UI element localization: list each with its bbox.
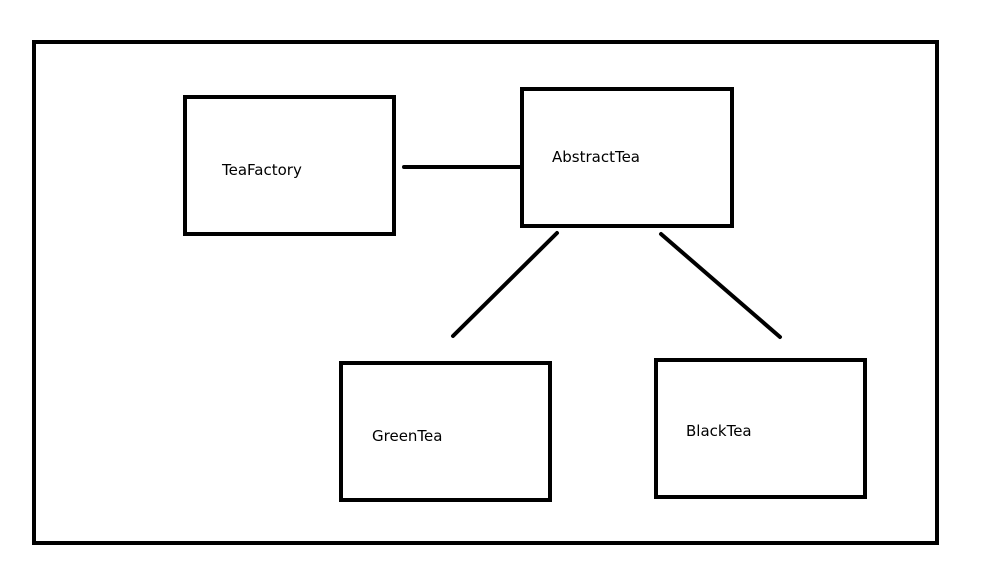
node-abstract-tea: AbstractTea <box>520 87 734 228</box>
node-tea-factory: TeaFactory <box>183 95 396 236</box>
node-label-tea-factory: TeaFactory <box>222 161 302 179</box>
diagram-frame <box>32 40 939 545</box>
node-label-black-tea: BlackTea <box>686 422 752 440</box>
node-black-tea: BlackTea <box>654 358 867 499</box>
node-label-green-tea: GreenTea <box>372 427 443 445</box>
node-label-abstract-tea: AbstractTea <box>552 148 641 166</box>
node-green-tea: GreenTea <box>339 361 552 502</box>
